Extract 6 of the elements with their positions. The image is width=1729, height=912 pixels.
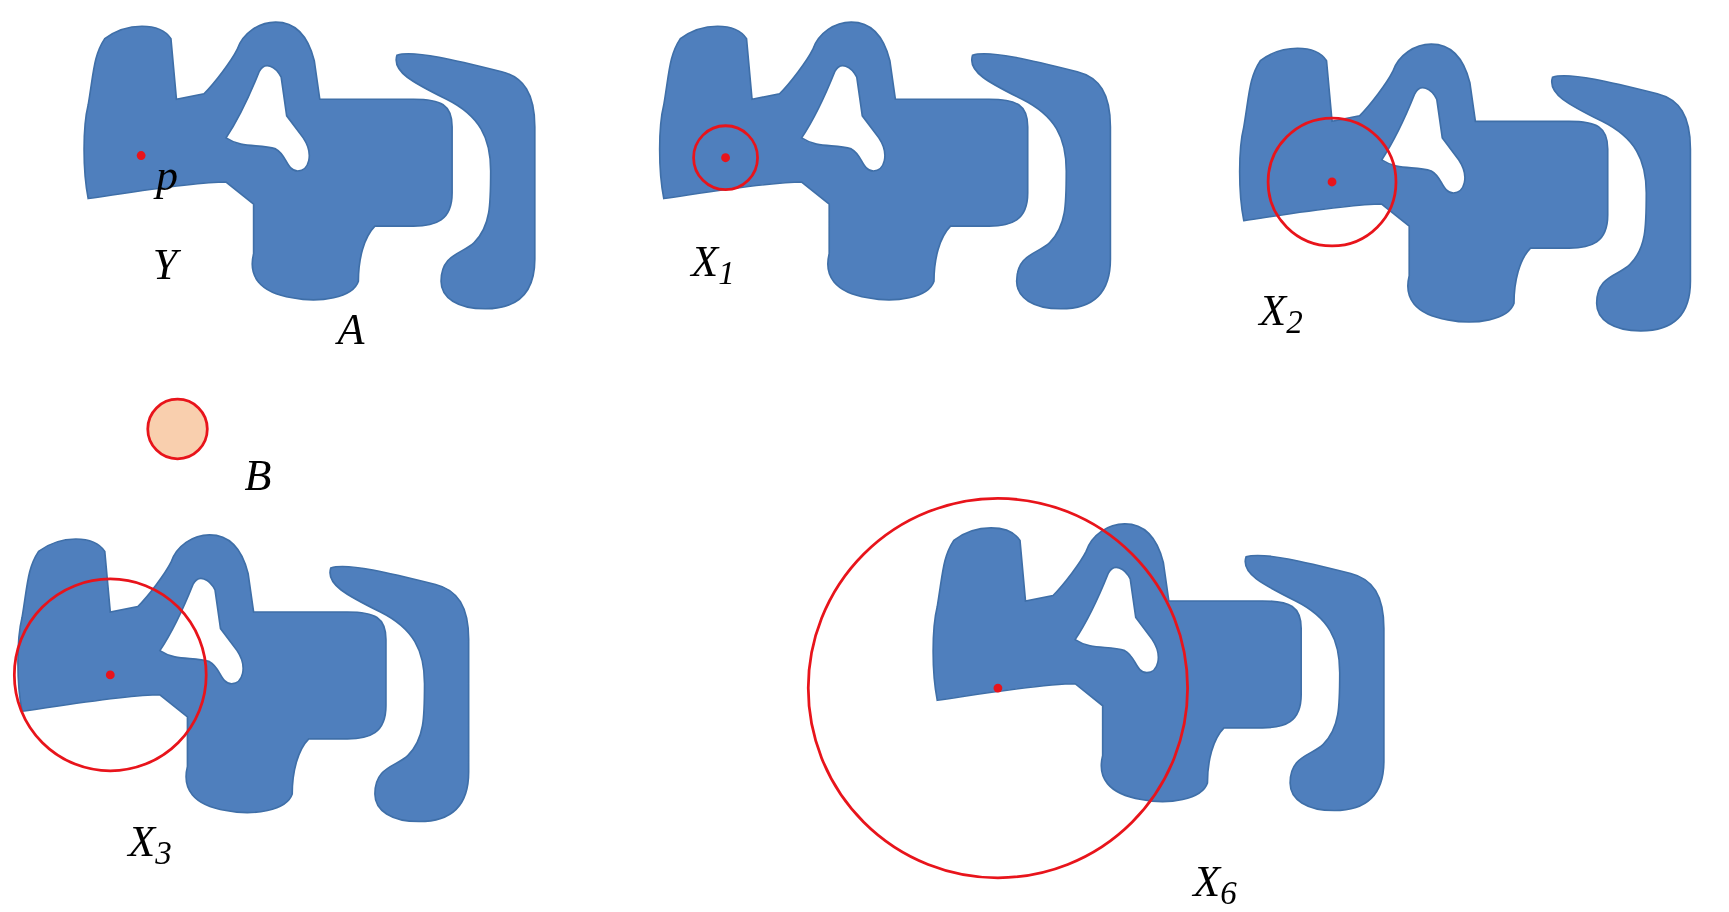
math-label: X$_{6}$ (1193, 860, 1237, 904)
math-label: X$_{1}$ (691, 240, 735, 284)
math-label: B (244, 454, 272, 498)
math-label: A (337, 308, 365, 352)
math-label: X$_{3}$ (128, 820, 172, 864)
math-label: X$_{2}$ (1259, 289, 1303, 333)
